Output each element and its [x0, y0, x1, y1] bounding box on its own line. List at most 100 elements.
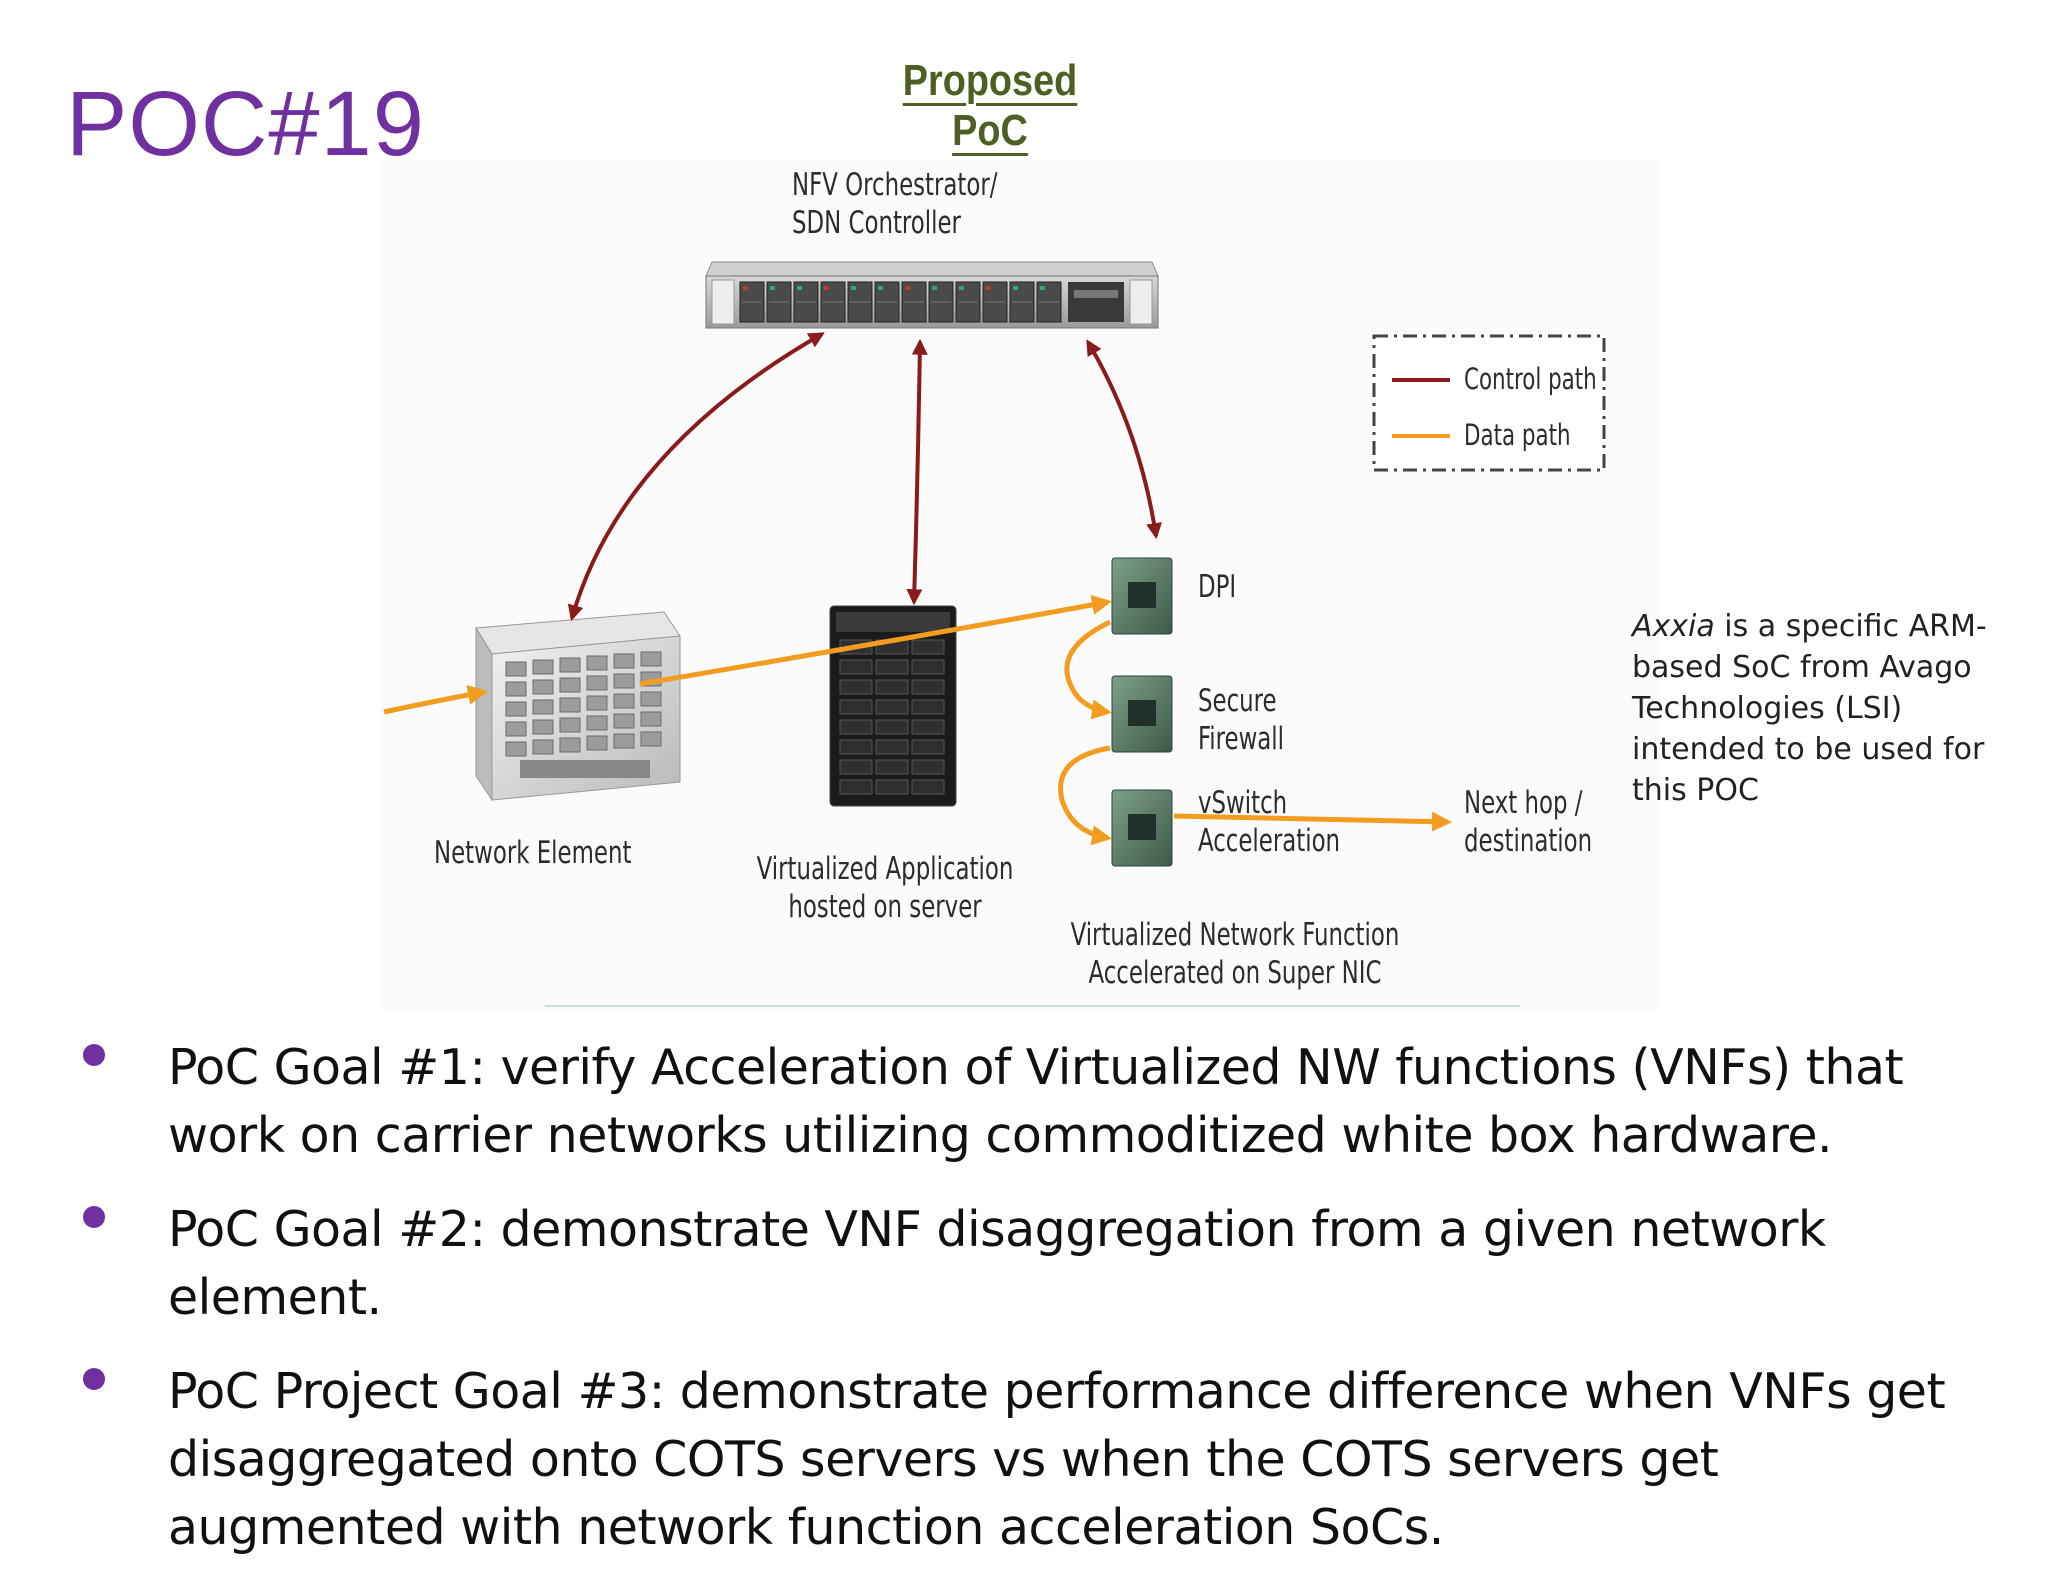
- tower-drive-bay: [911, 699, 945, 715]
- label-vnf-line2: Accelerated on Super NIC: [1088, 955, 1382, 991]
- line-card-port: [505, 701, 527, 717]
- data-path-egress: [1173, 811, 1452, 832]
- tower-drive-bay: [839, 659, 873, 675]
- tower-drive-bay: [911, 639, 945, 655]
- line-card-port: [613, 693, 635, 709]
- drive-led: [1040, 286, 1045, 290]
- vswitch-board-icon: [1111, 789, 1173, 867]
- line-card-port: [532, 679, 554, 695]
- legend-control-label: Control path: [1464, 362, 1597, 396]
- tower-server-icon: [829, 605, 957, 807]
- tower-drive-bay: [839, 679, 873, 695]
- label-orchestrator-line1: NFV Orchestrator/: [792, 167, 998, 203]
- line-card-port: [532, 659, 554, 675]
- tower-drive-bay: [875, 719, 909, 735]
- tower-drive-bay: [839, 779, 873, 795]
- label-dpi: DPI: [1198, 569, 1237, 605]
- drive-led: [851, 286, 856, 290]
- side-note-text: is a specific ARM-based SoC from Avago T…: [1632, 609, 1987, 808]
- label-next-hop-line2: destination: [1464, 823, 1593, 859]
- line-card-port: [532, 739, 554, 755]
- tower-drive-bay: [875, 699, 909, 715]
- data-path-to-dpi: [639, 595, 1112, 687]
- tower-drive-bay: [911, 739, 945, 755]
- line-card-port: [532, 719, 554, 735]
- line-card-port: [559, 697, 581, 713]
- tower-drive-bay: [839, 759, 873, 775]
- data-path-firewall-to-vswitch: [1058, 745, 1112, 846]
- label-next-hop-line1: Next hop /: [1464, 785, 1583, 821]
- line-card-port: [613, 653, 635, 669]
- rack-server-icon: [705, 261, 1159, 329]
- line-card-port: [505, 741, 527, 757]
- data-path-ingress: [383, 685, 488, 715]
- goal-list: PoC Goal #1: verify Acceleration of Virt…: [80, 1034, 2010, 1588]
- tower-drive-bay: [911, 779, 945, 795]
- drive-led: [743, 286, 748, 290]
- tower-drive-bay: [839, 699, 873, 715]
- line-card-port: [559, 677, 581, 693]
- drive-led: [986, 286, 991, 290]
- tower-drive-bay: [839, 739, 873, 755]
- drive-led: [770, 286, 775, 290]
- line-card-port: [613, 733, 635, 749]
- label-secure-firewall-line2: Firewall: [1198, 721, 1285, 757]
- bullet-dot-icon: [83, 1368, 105, 1390]
- label-orchestrator-line2: SDN Controller: [792, 205, 961, 241]
- label-network-element: Network Element: [434, 835, 632, 871]
- control-path-server: [906, 338, 928, 606]
- tower-drive-bay: [839, 719, 873, 735]
- label-virtualized-app-line1: Virtualized Application: [756, 851, 1014, 887]
- line-card-port: [559, 737, 581, 753]
- tower-drive-bay: [911, 719, 945, 735]
- legend: [1372, 334, 1606, 472]
- tower-drive-bay: [875, 679, 909, 695]
- data-path-dpi-to-firewall: [1064, 619, 1112, 720]
- goal-text-1: PoC Goal #1: verify Acceleration of Virt…: [168, 1039, 1904, 1164]
- drive-led: [797, 286, 802, 290]
- goal-text-2: PoC Goal #2: demonstrate VNF disaggregat…: [168, 1201, 1826, 1326]
- drive-led: [1013, 286, 1018, 290]
- label-vnf-line1: Virtualized Network Function: [1070, 917, 1400, 953]
- drive-led: [932, 286, 937, 290]
- diagram-title: Proposed PoC: [902, 56, 1078, 155]
- network-element-icon: [475, 611, 681, 802]
- bullet-dot-icon: [83, 1206, 105, 1228]
- label-virtualized-app-line2: hosted on server: [788, 889, 982, 925]
- line-card-port: [505, 681, 527, 697]
- side-note-emphasis: Axxia: [1632, 609, 1715, 644]
- dpi-board-icon: [1111, 557, 1173, 635]
- line-card-port: [613, 713, 635, 729]
- tower-drive-bay: [875, 759, 909, 775]
- tower-drive-bay: [911, 759, 945, 775]
- firewall-board-icon: [1111, 675, 1173, 753]
- line-card-port: [586, 735, 608, 751]
- line-card-port: [586, 675, 608, 691]
- goal-item-3: PoC Project Goal #3: demonstrate perform…: [80, 1358, 2010, 1562]
- line-card-port: [505, 661, 527, 677]
- side-note: Axxia is a specific ARM-based SoC from A…: [1632, 606, 2032, 811]
- goal-item-1: PoC Goal #1: verify Acceleration of Virt…: [80, 1034, 2010, 1170]
- label-secure-firewall-line1: Secure: [1198, 683, 1277, 719]
- line-card-port: [586, 655, 608, 671]
- label-vswitch-line2: Acceleration: [1198, 823, 1341, 859]
- bullet-dot-icon: [83, 1044, 105, 1066]
- line-card-port: [586, 715, 608, 731]
- control-path-nic: [1086, 339, 1162, 540]
- legend-data-label: Data path: [1464, 418, 1571, 452]
- drive-led: [905, 286, 910, 290]
- drive-led: [959, 286, 964, 290]
- goal-item-2: PoC Goal #2: demonstrate VNF disaggregat…: [80, 1196, 2010, 1332]
- line-card-port: [640, 651, 662, 667]
- tower-drive-bay: [875, 779, 909, 795]
- line-card-port: [559, 657, 581, 673]
- line-card-port: [559, 717, 581, 733]
- goal-text-3: PoC Project Goal #3: demonstrate perform…: [168, 1363, 1946, 1556]
- tower-drive-bay: [875, 659, 909, 675]
- diagram-divider: [545, 1005, 1520, 1007]
- line-card-port: [640, 731, 662, 747]
- drive-led: [878, 286, 883, 290]
- drive-led: [824, 286, 829, 290]
- tower-drive-bay: [911, 679, 945, 695]
- tower-drive-bay: [875, 739, 909, 755]
